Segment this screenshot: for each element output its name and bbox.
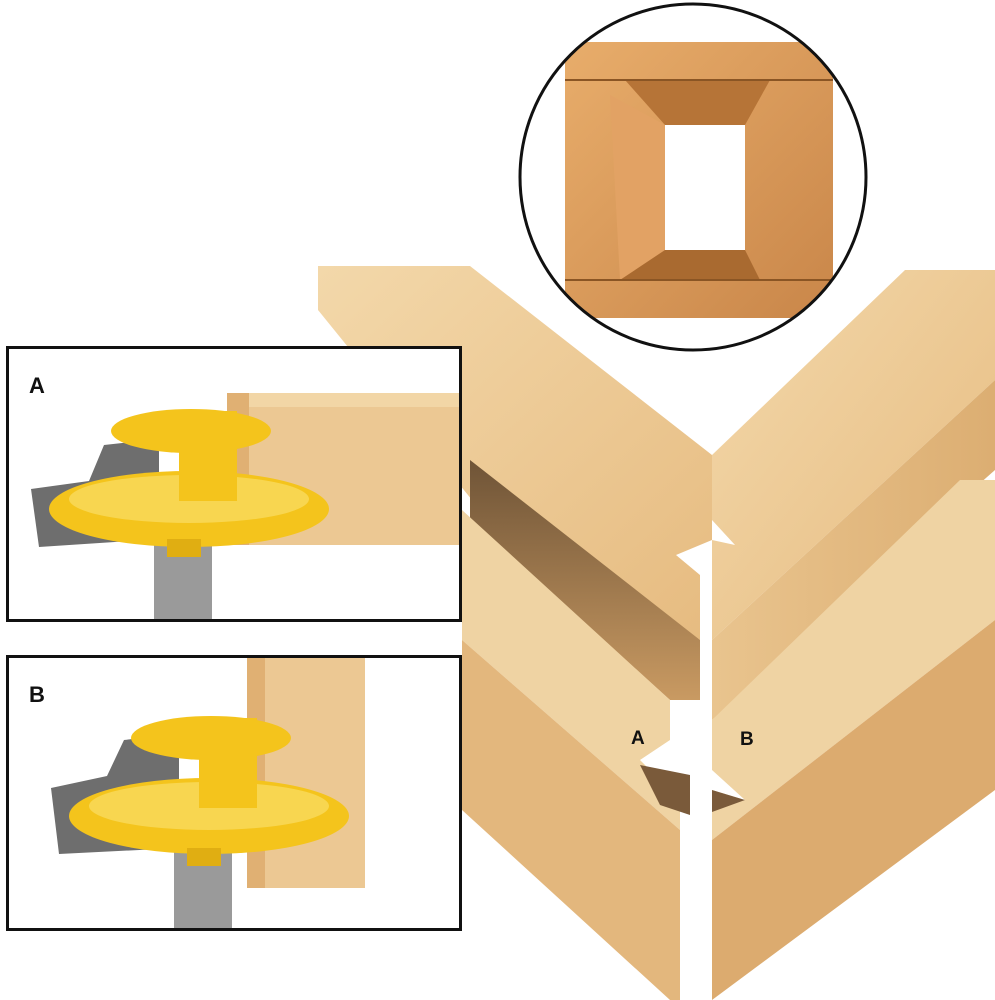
frame-inner-bevel-left [610,95,665,280]
joint-notch-b [712,790,745,812]
joint-notch-a [640,765,690,815]
board-upper-left-shadow [470,460,700,700]
router-bit-a [31,409,329,619]
router-bit-b [51,716,349,928]
router-bit-setup-b [51,658,365,928]
joint-label-b: B [740,729,754,750]
board-b [247,658,365,888]
board-upper-right-face [712,380,995,720]
frame-inner-bevel-bottom [620,250,760,280]
frame-inner-bevel-top [625,80,770,125]
joint-label-a: A [631,728,645,749]
frame-inset-border [518,2,868,352]
board-lower-right-face [712,620,995,1000]
board-lower-left-top [462,510,680,830]
board-upper-right-top [712,270,995,640]
lock-miter-joint-boards [318,266,995,1000]
board-lower-left-face [462,640,680,1000]
frame-opening [665,125,745,250]
board-lower-right-top [712,480,995,840]
frame-inset [518,2,868,352]
panel-a-label: A [29,373,45,398]
panel-b-label: B [29,682,45,707]
detail-panel-b: B [6,655,462,931]
router-bit-setup-a [31,393,459,619]
detail-panel-a: A [6,346,462,622]
